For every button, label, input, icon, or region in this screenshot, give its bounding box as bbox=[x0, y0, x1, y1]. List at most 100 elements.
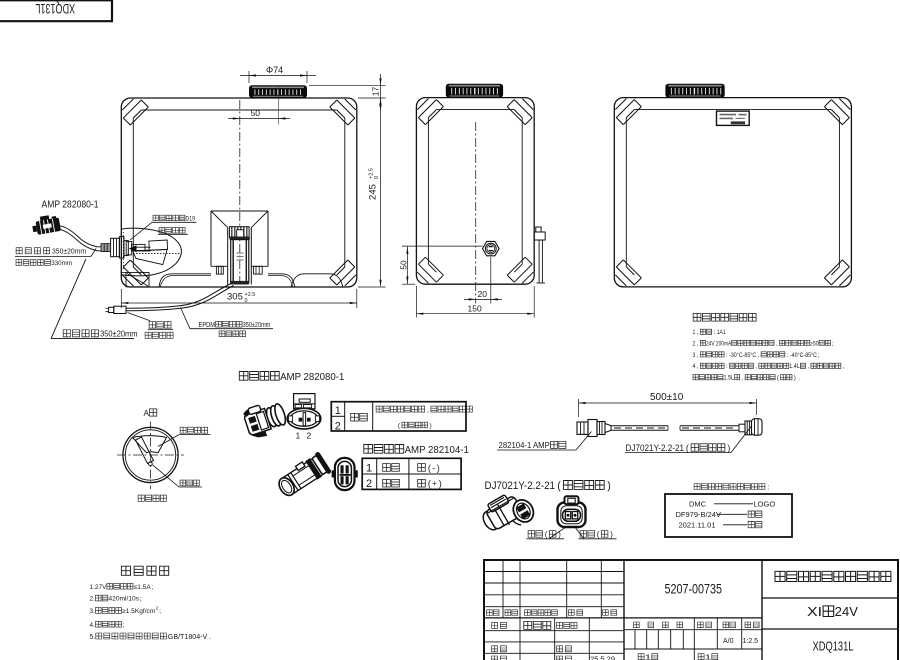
svg-text:): ) bbox=[607, 480, 611, 492]
svg-text:): ) bbox=[610, 530, 613, 539]
svg-text:AMP 282104-1: AMP 282104-1 bbox=[405, 445, 469, 456]
svg-text:,: , bbox=[697, 340, 699, 347]
svg-text:,: , bbox=[843, 363, 845, 370]
svg-text:(: ( bbox=[597, 530, 600, 539]
svg-text:2: 2 bbox=[366, 478, 372, 490]
svg-text:1: 1 bbox=[693, 329, 696, 336]
svg-text:3: 3 bbox=[693, 352, 696, 359]
svg-text:50: 50 bbox=[251, 108, 261, 118]
svg-text:): ) bbox=[437, 463, 440, 473]
svg-text::: : bbox=[714, 329, 716, 336]
svg-text:1: 1 bbox=[335, 405, 341, 417]
svg-text:;: ; bbox=[818, 352, 820, 359]
svg-text:1.5L: 1.5L bbox=[724, 375, 735, 382]
svg-text:1: 1 bbox=[296, 430, 301, 440]
svg-text:): ) bbox=[727, 443, 730, 453]
svg-text:XDQ131L: XDQ131L bbox=[813, 640, 854, 654]
svg-text:XDQ131L: XDQ131L bbox=[35, 1, 75, 16]
svg-text:1: 1 bbox=[645, 653, 652, 660]
svg-text:305: 305 bbox=[227, 292, 243, 303]
svg-text:): ) bbox=[430, 423, 432, 430]
svg-text:Φ74: Φ74 bbox=[266, 65, 283, 75]
svg-text:(: ( bbox=[557, 480, 561, 492]
svg-text:DMC: DMC bbox=[689, 500, 707, 509]
svg-text:2.: 2. bbox=[90, 596, 96, 603]
svg-text:1.4L: 1.4L bbox=[789, 363, 800, 370]
svg-text:AMP 282080-1: AMP 282080-1 bbox=[42, 199, 99, 211]
svg-text:4: 4 bbox=[693, 363, 696, 370]
svg-text:≤1.5A: ≤1.5A bbox=[134, 584, 152, 591]
svg-text:;: ; bbox=[140, 596, 142, 603]
svg-text:(: ( bbox=[428, 463, 431, 473]
svg-text:5.: 5. bbox=[90, 632, 96, 641]
svg-text:(: ( bbox=[777, 375, 780, 382]
svg-text:50: 50 bbox=[399, 260, 409, 270]
svg-text:(: ( bbox=[428, 479, 431, 489]
svg-text:3.: 3. bbox=[90, 608, 96, 615]
svg-text:24V 200mA: 24V 200mA bbox=[706, 340, 732, 347]
svg-text:A: A bbox=[144, 408, 150, 418]
svg-text:-40°C-85°C: -40°C-85°C bbox=[790, 352, 818, 359]
svg-text:,: , bbox=[742, 375, 744, 382]
svg-text:): ) bbox=[794, 375, 796, 382]
svg-text:≥1.5Kgf/cm: ≥1.5Kgf/cm bbox=[122, 608, 156, 615]
svg-text:+2.5: +2.5 bbox=[369, 168, 375, 179]
svg-text::: : bbox=[787, 352, 789, 359]
svg-text:-: - bbox=[433, 463, 436, 473]
svg-text:,: , bbox=[755, 363, 757, 370]
svg-text:4.: 4. bbox=[90, 622, 96, 629]
svg-text:,: , bbox=[427, 406, 429, 414]
svg-text:;: ; bbox=[159, 608, 161, 615]
svg-text:245: 245 bbox=[368, 184, 379, 200]
svg-text:,: , bbox=[758, 352, 760, 359]
svg-text:A/0: A/0 bbox=[723, 638, 734, 645]
svg-text:350±20mm: 350±20mm bbox=[243, 322, 271, 329]
svg-text:1:2.5: 1:2.5 bbox=[743, 638, 759, 645]
svg-text:;: ; bbox=[123, 622, 125, 629]
svg-text:(: ( bbox=[398, 423, 401, 430]
svg-text:282104-1 AMP: 282104-1 AMP bbox=[499, 440, 551, 450]
svg-text:.: . bbox=[209, 632, 211, 641]
svg-text:150: 150 bbox=[468, 303, 482, 313]
svg-text:LOGO: LOGO bbox=[754, 500, 776, 509]
svg-text:): ) bbox=[558, 530, 561, 539]
svg-text:,: , bbox=[697, 329, 699, 336]
svg-text:;: ; bbox=[151, 584, 153, 591]
svg-text:5207-00735: 5207-00735 bbox=[665, 582, 723, 597]
svg-text:24V: 24V bbox=[835, 605, 859, 619]
svg-text:): ) bbox=[439, 479, 442, 489]
svg-text:EPDM: EPDM bbox=[199, 322, 216, 329]
svg-text:-30°C-85°C: -30°C-85°C bbox=[729, 352, 757, 359]
svg-text:2: 2 bbox=[335, 420, 341, 432]
svg-text:420ml/10s: 420ml/10s bbox=[109, 596, 140, 603]
svg-text:DJ7021Y-2.2-21: DJ7021Y-2.2-21 bbox=[626, 443, 685, 453]
svg-text:,: , bbox=[776, 340, 778, 347]
svg-text:1: 1 bbox=[705, 653, 712, 660]
svg-text:1.27V: 1.27V bbox=[90, 584, 107, 591]
svg-text:(: ( bbox=[545, 530, 548, 539]
svg-text:20: 20 bbox=[478, 289, 488, 299]
svg-text:;: ; bbox=[832, 340, 834, 347]
svg-text:17: 17 bbox=[371, 87, 381, 97]
svg-text:D19: D19 bbox=[186, 216, 196, 223]
svg-text:2021.11.01: 2021.11.01 bbox=[679, 521, 716, 530]
svg-text:2: 2 bbox=[156, 606, 159, 611]
svg-text::: : bbox=[726, 352, 728, 359]
svg-text:350±20mm: 350±20mm bbox=[52, 247, 86, 256]
svg-text:2: 2 bbox=[693, 340, 696, 347]
svg-text:2: 2 bbox=[307, 430, 312, 440]
svg-text:500±10: 500±10 bbox=[650, 392, 684, 403]
svg-text:XI: XI bbox=[807, 605, 822, 619]
svg-text:GB/T1804-V: GB/T1804-V bbox=[168, 632, 208, 641]
svg-text:DF979-B/24V: DF979-B/24V bbox=[676, 510, 721, 519]
svg-text:,: , bbox=[697, 352, 699, 359]
svg-text::: : bbox=[767, 482, 769, 491]
svg-text:≥50: ≥50 bbox=[810, 340, 819, 347]
svg-text:25.5.29: 25.5.29 bbox=[590, 655, 615, 660]
svg-text:AMP 282080-1: AMP 282080-1 bbox=[280, 372, 344, 383]
svg-text:.: . bbox=[798, 375, 800, 382]
svg-text:0: 0 bbox=[245, 298, 248, 304]
svg-text:0: 0 bbox=[374, 176, 380, 179]
svg-text:+2.5: +2.5 bbox=[245, 292, 256, 298]
svg-text:350±20mm: 350±20mm bbox=[100, 329, 137, 339]
